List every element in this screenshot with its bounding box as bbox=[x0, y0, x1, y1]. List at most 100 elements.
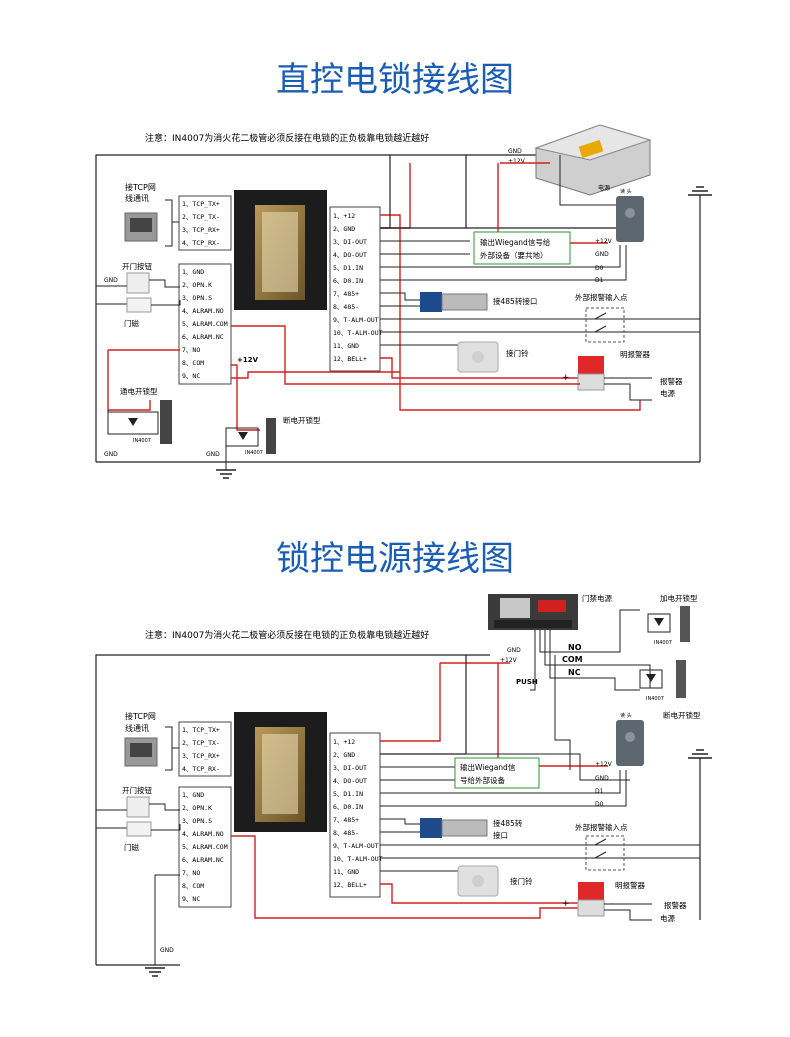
d2-right-pin: 2、GND bbox=[333, 751, 355, 759]
d1-strobe-label: 明报警器 bbox=[620, 349, 650, 359]
diagram2: 注意：IN4007为消火花二极管必须反接在电锁的正负极靠电锁越近越好 门禁电源 … bbox=[95, 593, 712, 977]
d2-right-pin: 1、+12 bbox=[333, 738, 355, 746]
d2-alarm-power: 电源 bbox=[660, 913, 675, 923]
d1-right-pin: 12、BELL+ bbox=[333, 355, 367, 363]
d2-reader-d0: D0 bbox=[595, 801, 604, 808]
d2-door-sensor bbox=[126, 821, 152, 837]
d2-diode-label: IN4007 bbox=[646, 696, 664, 702]
d1-right-pin: 7、485+ bbox=[333, 290, 359, 298]
d1-power-label: 电源 bbox=[598, 184, 610, 192]
d2-lock2 bbox=[676, 660, 686, 698]
d1-lock2-label: 断电开锁型 bbox=[283, 415, 321, 425]
d2-reader-text: 读 头 bbox=[620, 712, 632, 719]
d2-485-label: 接485转 bbox=[493, 818, 523, 828]
d2-right-pin: 7、485+ bbox=[333, 816, 359, 824]
d2-tcp-label: 线通讯 bbox=[125, 723, 149, 733]
d2-tcp-pin: 2、TCP_TX- bbox=[182, 739, 220, 747]
d2-bell-label: 接门铃 bbox=[510, 876, 533, 886]
d2-io-pin: 5、ALRAM.COM bbox=[182, 843, 228, 851]
d2-tcp-pin: 3、TCP_RX+ bbox=[182, 752, 220, 760]
d1-lock1 bbox=[160, 400, 172, 444]
d1-diode-label: IN4007 bbox=[245, 450, 263, 456]
d1-io-pin: 7、NO bbox=[182, 346, 200, 354]
d2-strobe-label: 明报警器 bbox=[615, 880, 645, 890]
d2-no-label: NO bbox=[568, 643, 582, 652]
d2-gnd-label: GND bbox=[160, 947, 174, 954]
d2-right-pin: 5、D1.IN bbox=[333, 790, 363, 798]
d1-io-pin: 8、COM bbox=[182, 359, 204, 367]
d1-ground-symbol-right bbox=[688, 186, 712, 196]
d2-tcp-pin: 4、TCP_RX- bbox=[182, 765, 220, 773]
d2-tcp-pin-block bbox=[178, 721, 232, 777]
d1-controller-board bbox=[234, 190, 327, 310]
d2-right-pin: 4、DO-OUT bbox=[333, 777, 367, 785]
d1-gnd-label: GND bbox=[104, 277, 118, 284]
d1-alarm-in-label: 外部报警输入点 bbox=[575, 292, 628, 302]
d1-right-pin: 2、GND bbox=[333, 225, 355, 233]
d2-diode-label: IN4007 bbox=[654, 640, 672, 646]
d2-tcp-label: 接TCP网 bbox=[125, 711, 156, 721]
d1-right-pin-block bbox=[329, 206, 381, 372]
d2-io-pin: 9、NC bbox=[182, 895, 200, 903]
d1-ground-symbol-bottom bbox=[216, 469, 236, 479]
d2-reader-d1: D1 bbox=[595, 788, 604, 795]
d1-right-pin: 3、DI-OUT bbox=[333, 238, 367, 246]
d1-io-pin: 5、ALRAM.COM bbox=[182, 320, 228, 328]
d1-lock1-label: 通电开锁型 bbox=[120, 386, 158, 396]
d1-tcp-pin-block bbox=[178, 195, 232, 251]
d1-tcp-label-2: 线通讯 bbox=[125, 193, 149, 203]
d1-io-pin: 6、ALRAM.NC bbox=[182, 333, 224, 341]
d1-reader-d0: D0 bbox=[595, 265, 604, 272]
d2-door-label: 门磁 bbox=[124, 842, 139, 852]
d2-alarm-in-label: 外部报警输入点 bbox=[575, 822, 628, 832]
d1-note: 注意：IN4007为消火花二极管必须反接在电锁的正负极靠电锁越近越好 bbox=[145, 132, 429, 144]
d1-io-pin-block bbox=[178, 263, 232, 385]
d2-tcp-pin: 1、TCP_TX+ bbox=[182, 726, 220, 734]
d2-psu-label: 门禁电源 bbox=[582, 593, 612, 603]
d1-door-sensor bbox=[126, 297, 152, 313]
d2-io-pin: 1、GND bbox=[182, 791, 204, 799]
d2-wiegand-label: 输出Wiegand信 bbox=[460, 762, 516, 772]
d2-exit-button bbox=[126, 796, 150, 818]
d2-tcp-jack bbox=[124, 737, 158, 767]
d1-alarm-input-switch bbox=[585, 307, 625, 343]
d2-right-pin: 12、BELL+ bbox=[333, 881, 367, 889]
d1-right-pin: 5、D1.IN bbox=[333, 264, 363, 272]
d1-right-pin: 4、DO-OUT bbox=[333, 251, 367, 259]
d2-io-pin: 2、OPN.K bbox=[182, 804, 212, 812]
d2-psu-12v: +12V bbox=[500, 657, 518, 664]
d2-io-pin: 3、OPN.S bbox=[182, 817, 212, 825]
d1-wiegand-box bbox=[473, 231, 571, 265]
d2-right-pin: 9、T-ALM-OUT bbox=[333, 842, 379, 850]
d1-psu-12v: +12V bbox=[508, 158, 526, 165]
d1-right-pin: 6、D0.IN bbox=[333, 277, 363, 285]
d2-lock1 bbox=[680, 606, 690, 642]
d1-right-pin: 1、+12 bbox=[333, 212, 355, 220]
diagram1-title: 直控电锁接线图 bbox=[276, 60, 514, 100]
d1-door-label: 门磁 bbox=[124, 318, 139, 328]
d2-ground-symbol-right bbox=[688, 749, 712, 759]
d2-access-power-supply bbox=[488, 594, 578, 630]
d1-plus: + bbox=[562, 373, 570, 383]
d1-tcp-pin: 1、TCP_TX+ bbox=[182, 200, 220, 208]
d1-io-pin: 2、OPN.K bbox=[182, 281, 212, 289]
d1-12v-label: +12V bbox=[237, 356, 259, 364]
d1-485-converter bbox=[420, 292, 488, 312]
d1-reader-12v: +12V bbox=[595, 238, 613, 245]
d2-right-pin: 6、D0.IN bbox=[333, 803, 363, 811]
d2-right-pin-block bbox=[329, 732, 381, 898]
d1-gnd-label: GND bbox=[104, 451, 118, 458]
d1-right-pin: 11、GND bbox=[333, 342, 359, 350]
d1-io-pin: 3、OPN.S bbox=[182, 294, 212, 302]
d2-controller-board bbox=[234, 712, 327, 832]
d1-power-supply: 电源 bbox=[534, 124, 652, 196]
d2-card-reader bbox=[616, 720, 644, 766]
d1-button-label: 开门按钮 bbox=[122, 261, 152, 271]
d1-io-pin: 9、NC bbox=[182, 372, 200, 380]
d1-reader-text: 读 头 bbox=[620, 188, 632, 195]
d1-wiegand-label: 外部设备（要共地） bbox=[480, 250, 548, 260]
d2-button-label: 开门按钮 bbox=[122, 785, 152, 795]
d2-wiegand-label: 号给外部设备 bbox=[460, 775, 505, 785]
d1-tcp-pin: 4、TCP_RX- bbox=[182, 239, 220, 247]
d2-io-pin: 4、ALRAM.NO bbox=[182, 830, 224, 838]
